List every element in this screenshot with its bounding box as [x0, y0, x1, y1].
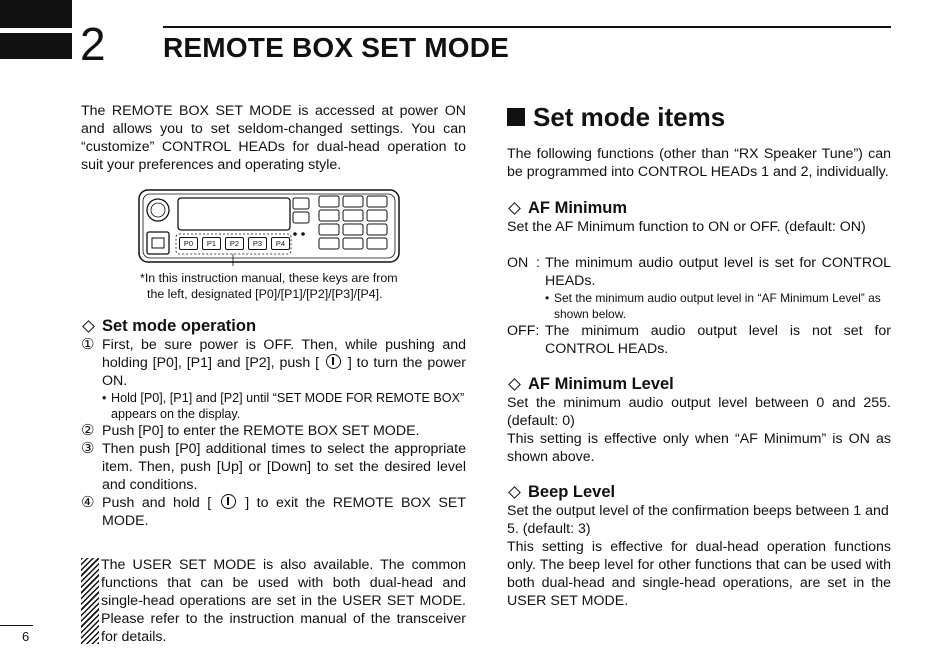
af-minimum-on: ON : The minimum audio output level is s… — [507, 254, 891, 290]
p-key: P1 — [202, 237, 221, 250]
beep-level-heading: Beep Level — [507, 482, 891, 502]
page-number-rule — [0, 625, 33, 626]
heading-text: Beep Level — [528, 483, 616, 501]
step-1-note: • Hold [P0], [P1] and [P2] until “SET MO… — [81, 390, 466, 422]
power-icon — [220, 494, 236, 509]
beep-level-desc-2: This setting is effective for dual-head … — [507, 539, 891, 609]
diamond-icon — [508, 201, 521, 215]
step-3: ③ Then push [P0] additional times to sel… — [81, 440, 466, 494]
af-minimum-on-note: • Set the minimum audio output level in … — [507, 290, 891, 322]
header-rule — [163, 26, 891, 28]
page-number: 6 — [22, 629, 30, 644]
heading-text: Set mode operation — [102, 317, 257, 335]
set-mode-operation-heading: Set mode operation — [81, 316, 466, 336]
note-hatch-icon — [81, 558, 99, 644]
heading-text: AF Minimum — [528, 199, 627, 217]
step-text: Then push [P0] additional times to selec… — [102, 441, 466, 493]
note-text: Set the minimum audio output level in “A… — [554, 291, 881, 321]
power-icon — [325, 354, 341, 369]
def-key-text: OFF — [507, 323, 536, 339]
def-key: OFF: — [507, 323, 540, 339]
step-text-part: ] to turn the power ON. — [102, 355, 466, 389]
bullet-icon: • — [545, 291, 550, 305]
af-minimum-desc: Set the AF Minimum function to ON or OFF… — [507, 219, 866, 235]
page-title: REMOTE BOX SET MODE — [163, 32, 510, 63]
af-minimum-heading: AF Minimum — [507, 198, 891, 218]
heading-text: Set mode items — [533, 102, 726, 132]
note-text: The USER SET MODE is also available. The… — [101, 557, 466, 645]
heading-text: AF Minimum Level — [528, 375, 674, 393]
step-1: ① First, be sure power is OFF. Then, whi… — [81, 336, 466, 390]
def-key: ON : — [507, 255, 541, 271]
p-key: P0 — [179, 237, 198, 250]
diamond-icon — [508, 377, 521, 391]
step-number: ① — [81, 336, 95, 353]
square-icon — [507, 108, 525, 126]
step-number: ③ — [81, 440, 95, 457]
p-key: P4 — [271, 237, 290, 250]
p-keys-row: P0 P1 P2 P3 P4 — [179, 237, 290, 250]
diamond-icon — [82, 319, 95, 333]
chapter-tab-block — [0, 0, 72, 28]
step-number: ④ — [81, 494, 95, 511]
step-text-part: First, be sure power is OFF. Then, while… — [102, 337, 466, 371]
step-2: ② Push [P0] to enter the REMOTE BOX SET … — [81, 422, 466, 440]
beep-level-desc-1: Set the output level of the confirmation… — [507, 503, 889, 537]
af-minimum-level-heading: AF Minimum Level — [507, 374, 891, 394]
step-text-part: ] to exit the REMOTE BOX SET MODE. — [102, 495, 466, 529]
p-key: P2 — [225, 237, 244, 250]
note-text: Hold [P0], [P1] and [P2] until “SET MODE… — [111, 391, 465, 421]
step-number: ② — [81, 422, 95, 439]
caption-line-1: *In this instruction manual, these keys … — [140, 271, 398, 285]
control-head-illustration: P0 P1 P2 P3 P4 *In this instruction manu… — [81, 188, 466, 308]
bullet-icon: • — [102, 391, 107, 405]
def-text: The minimum audio output level is set fo… — [545, 255, 891, 289]
note-box: The USER SET MODE is also available. The… — [81, 556, 466, 646]
step-text: Push and hold [ ] to exit the REMOTE BOX… — [102, 494, 466, 530]
def-text: The minimum audio output level is not se… — [545, 323, 891, 357]
step-text-part: Push and hold [ — [102, 495, 212, 511]
step-text: First, be sure power is OFF. Then, while… — [102, 336, 466, 390]
set-mode-items-heading: Set mode items — [507, 101, 891, 133]
chapter-number: 2 — [80, 18, 106, 70]
af-minimum-level-desc-2: This setting is effective only when “AF … — [507, 431, 891, 465]
left-column: The REMOTE BOX SET MODE is accessed at p… — [81, 102, 466, 646]
af-minimum-off: OFF: The minimum audio output level is n… — [507, 322, 891, 358]
af-minimum-level-desc-1: Set the minimum audio output level betwe… — [507, 395, 891, 429]
intro-paragraph: The REMOTE BOX SET MODE is accessed at p… — [81, 103, 466, 173]
right-column: Set mode items The following functions (… — [507, 102, 891, 610]
p-key: P3 — [248, 237, 267, 250]
chapter-tab-bar — [0, 33, 72, 59]
items-intro: The following functions (other than “RX … — [507, 146, 891, 180]
caption-line-2: the left, designated [P0]/[P1]/[P2]/[P3]… — [147, 287, 383, 301]
step-4: ④ Push and hold [ ] to exit the REMOTE B… — [81, 494, 466, 530]
def-key-text: ON — [507, 255, 529, 271]
step-text: Push [P0] to enter the REMOTE BOX SET MO… — [102, 423, 420, 439]
diamond-icon — [508, 485, 521, 499]
figure-caption: *In this instruction manual, these keys … — [140, 270, 430, 302]
